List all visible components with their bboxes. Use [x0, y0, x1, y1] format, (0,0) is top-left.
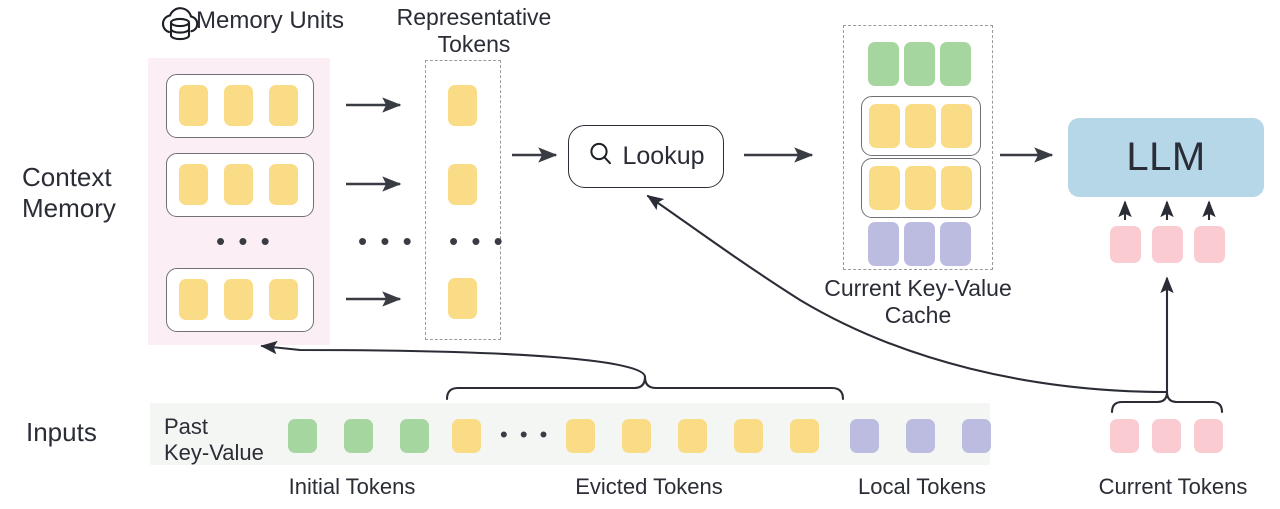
past-key-value-label: Past Key-Value: [164, 414, 264, 465]
representative-token-3: [448, 278, 477, 319]
memory-unit-card-1[interactable]: [166, 74, 314, 138]
llm-input-token: [1152, 226, 1183, 263]
kv-cache-local-token: [868, 222, 899, 266]
memory-token: [179, 279, 208, 320]
row-label-inputs: Inputs: [26, 417, 97, 447]
memory-token: [179, 164, 208, 205]
arrow-evicted-to-memory: [260, 340, 647, 379]
kv-cache-memory-unit-2: [861, 158, 981, 218]
representative-token-1: [448, 85, 477, 126]
brace-evicted-tokens: [445, 376, 845, 401]
memory-unit-card-2[interactable]: [166, 153, 314, 217]
memory-unit-card-3[interactable]: [166, 268, 314, 332]
memory-units-label: Memory Units: [196, 7, 345, 34]
llm-box[interactable]: LLM: [1068, 118, 1264, 197]
representative-token-2: [448, 164, 477, 205]
input-current-token: [1110, 419, 1139, 453]
input-current-token: [1152, 419, 1181, 453]
input-initial-token: [344, 419, 373, 453]
kv-cache-initial-token: [904, 42, 935, 86]
magnifier-icon: [587, 140, 615, 173]
caption-current-tokens: Current Tokens: [1098, 474, 1248, 499]
kv-cache-initial-token: [868, 42, 899, 86]
caption-initial-tokens: Initial Tokens: [288, 474, 416, 499]
kv-cache-retrieved-token: [941, 166, 972, 210]
memory-units-ellipsis: • • •: [216, 226, 273, 256]
input-current-token: [1194, 419, 1223, 453]
kv-cache-retrieved-token: [941, 104, 972, 148]
input-initial-token: [288, 419, 317, 453]
arrows-ellipsis: • • •: [358, 226, 415, 256]
kv-cache-memory-unit-1: [861, 96, 981, 156]
memory-token: [269, 164, 298, 205]
representative-tokens-label: Representative Tokens: [396, 4, 552, 58]
kv-cache-retrieved-token: [905, 104, 936, 148]
input-evicted-token: [452, 419, 481, 453]
input-local-token: [850, 419, 879, 453]
input-local-token: [962, 419, 991, 453]
memory-token: [224, 164, 253, 205]
caption-evicted-tokens: Evicted Tokens: [575, 474, 723, 499]
representative-tokens-container: [425, 60, 501, 340]
row-label-context-memory: Context Memory: [22, 162, 116, 223]
brace-current-tokens: [1110, 391, 1224, 414]
input-evicted-token: [678, 419, 707, 453]
kv-cache-retrieved-token: [869, 166, 900, 210]
kv-cache-local-token: [940, 222, 971, 266]
input-local-token: [906, 419, 935, 453]
llm-input-token: [1110, 226, 1141, 263]
representative-tokens-ellipsis: • • •: [449, 226, 506, 256]
llm-input-token: [1194, 226, 1225, 263]
input-evicted-ellipsis: • • •: [500, 422, 551, 447]
memory-token: [269, 85, 298, 126]
kv-cache-retrieved-token: [905, 166, 936, 210]
llm-label: LLM: [1126, 135, 1206, 179]
input-evicted-token: [734, 419, 763, 453]
memory-token: [224, 279, 253, 320]
memory-token: [269, 279, 298, 320]
kv-cache-initial-token: [940, 42, 971, 86]
caption-local-tokens: Local Tokens: [857, 474, 986, 499]
input-evicted-token: [790, 419, 819, 453]
input-evicted-token: [566, 419, 595, 453]
cloud-database-icon: [158, 4, 202, 48]
lookup-button[interactable]: Lookup: [568, 125, 724, 188]
kv-cache-local-token: [904, 222, 935, 266]
input-initial-token: [400, 419, 429, 453]
kv-cache-label: Current Key-Value Cache: [824, 275, 1012, 329]
lookup-label: Lookup: [622, 142, 705, 170]
input-evicted-token: [622, 419, 651, 453]
memory-token: [224, 85, 253, 126]
memory-token: [179, 85, 208, 126]
kv-cache-retrieved-token: [869, 104, 900, 148]
